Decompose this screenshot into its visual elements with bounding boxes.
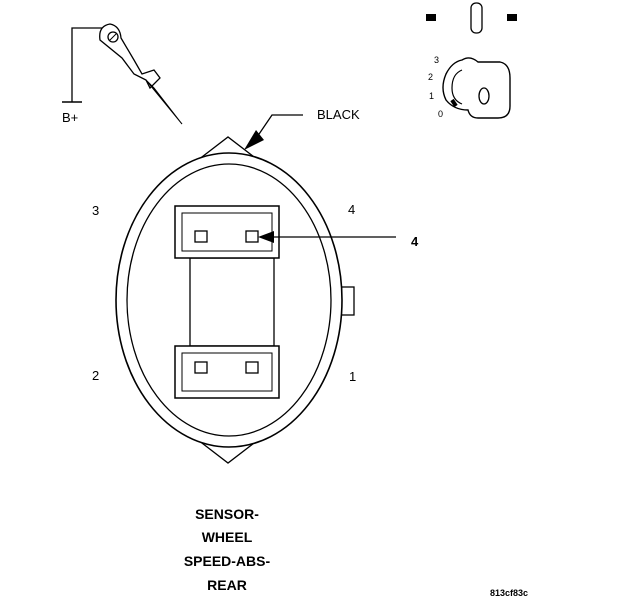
cavity-number-1: 1: [349, 369, 356, 384]
cavity-3-terminal: [194, 230, 208, 243]
callout-cavity-label: 4: [411, 234, 419, 249]
caption-line-2: WHEEL: [202, 529, 253, 545]
ignition-position-3: 3: [434, 55, 439, 65]
ignition-position-1: 1: [429, 91, 434, 101]
cavity-4-terminal: [245, 230, 259, 243]
caption-line-3: SPEED-ABS-: [184, 553, 271, 569]
wire-color-label: BLACK: [317, 107, 360, 122]
caption-line-4: REAR: [207, 577, 247, 593]
cavity-1-terminal: [245, 361, 259, 374]
ignition-position-2: 2: [428, 72, 433, 82]
terminal-block: [174, 205, 280, 399]
connector-caption: SENSOR- WHEEL SPEED-ABS- REAR: [184, 506, 271, 593]
probe-label: B+: [62, 110, 78, 125]
cavity-number-4: 4: [348, 202, 355, 217]
black-wire-leader: [244, 114, 303, 150]
cavity-number-2: 2: [92, 368, 99, 383]
test-probe-icon: [62, 23, 183, 125]
caption-line-1: SENSOR-: [195, 506, 259, 522]
cavity-number-3: 3: [92, 203, 99, 218]
ignition-position-0: 0: [438, 109, 443, 119]
cavity-4-callout-arrow: [258, 231, 396, 243]
cavity-2-terminal: [194, 361, 208, 374]
figure-code: 813cf83c: [490, 588, 528, 598]
ignition-key-icon: [426, 2, 517, 119]
